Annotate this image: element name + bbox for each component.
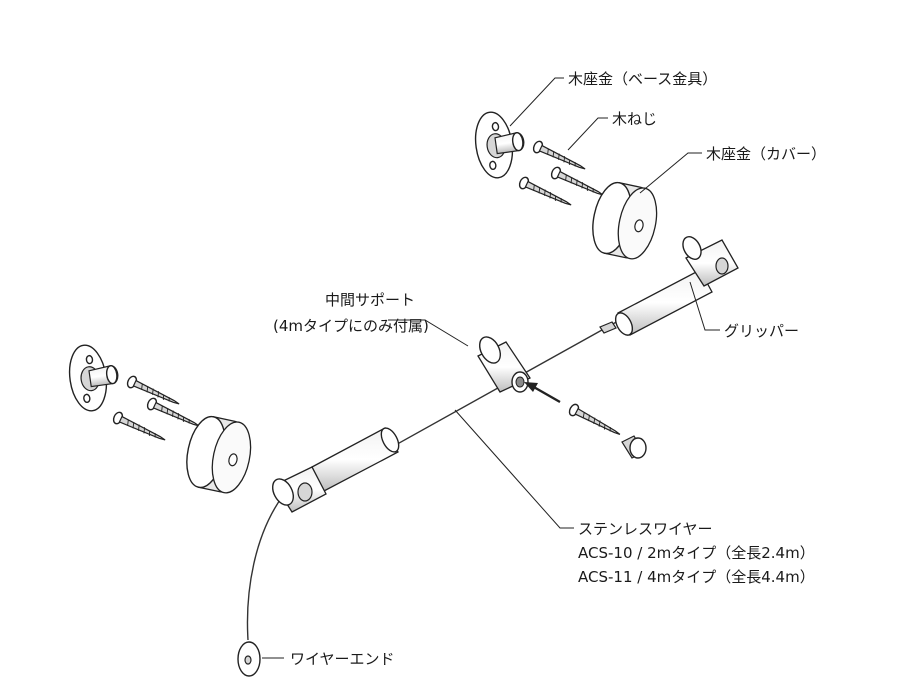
label-wood-washer-cover: 木座金（カバー） bbox=[706, 145, 826, 163]
wire-end bbox=[237, 641, 261, 677]
gripper-lower bbox=[271, 427, 400, 513]
label-acs11: ACS-11 / 4mタイプ（全長4.4m） bbox=[578, 568, 815, 586]
wood-screw-lower-3 bbox=[111, 410, 169, 447]
wood-screw-upper-3 bbox=[517, 175, 575, 212]
label-acs10: ACS-10 / 2mタイプ（全長2.4m） bbox=[578, 544, 815, 562]
wood-screw-middle bbox=[566, 402, 624, 441]
label-wood-washer-base: 木座金（ベース金具） bbox=[568, 70, 717, 88]
middle-support bbox=[477, 336, 531, 393]
wood-washer-cover-lower bbox=[180, 412, 258, 498]
insert-arrow bbox=[531, 384, 561, 404]
label-wood-screw: 木ねじ bbox=[612, 110, 657, 128]
label-middle-support: 中間サポート bbox=[325, 291, 415, 309]
gripper-upper bbox=[599, 236, 739, 336]
wood-washer-base-upper bbox=[470, 107, 530, 181]
middle-support-cap bbox=[621, 435, 647, 459]
label-stainless-wire: ステンレスワイヤー bbox=[578, 520, 713, 538]
label-wire-end: ワイヤーエンド bbox=[290, 650, 395, 668]
label-gripper: グリッパー bbox=[724, 322, 799, 340]
wire-end-cable bbox=[246, 496, 283, 641]
label-middle-support-note: (4mタイプにのみ付属) bbox=[273, 317, 429, 335]
wood-screw-upper-2 bbox=[549, 165, 607, 202]
wood-washer-base-lower bbox=[64, 340, 124, 414]
